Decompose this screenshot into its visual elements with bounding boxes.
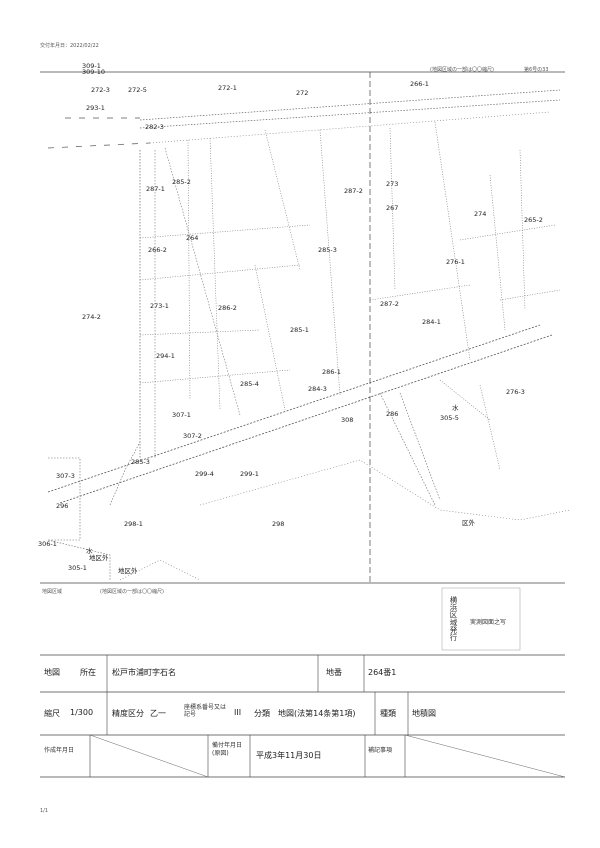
- stamp-vertical-text: 横浜区域発行: [449, 596, 458, 641]
- type-value: 地図(法第14条第1項): [278, 709, 356, 718]
- lot-number: 276-1: [446, 258, 465, 266]
- stamp-horizontal-text: 実測図面之写: [470, 619, 507, 626]
- lot-number: 273: [386, 180, 399, 188]
- precision-label: 精度区分: [112, 709, 144, 718]
- remark-label: 備付年月日(原図): [212, 742, 243, 757]
- lot-number: 285-3: [318, 246, 337, 254]
- lot-number: 273-1: [150, 302, 169, 310]
- scale-value: 1/300: [70, 708, 94, 717]
- issue-date: 交付年月日：2022/02/22: [40, 43, 99, 49]
- lot-number: 307-2: [183, 432, 202, 440]
- lot-value: 264番1: [368, 668, 397, 677]
- lot-number: 272: [296, 89, 309, 97]
- coord-label: 座標系番号又は記号: [184, 704, 227, 718]
- water-label: 水: [452, 404, 459, 412]
- lot-number: 298: [272, 520, 285, 528]
- lot-number: 285-4: [240, 380, 259, 388]
- sheet-ref: 第6号の33: [524, 67, 549, 73]
- lot-number: 285-1: [290, 326, 309, 334]
- lot-number: 266-1: [410, 80, 429, 88]
- lot-number: 286-2: [218, 304, 237, 312]
- lot-label: 地番: [326, 668, 342, 677]
- lot-number: 308: [341, 416, 354, 424]
- lot-number: 272-3: [91, 86, 110, 94]
- lot-number: 287-2: [380, 300, 399, 308]
- lot-number: 285-2: [172, 178, 191, 186]
- lot-number: 284-3: [308, 385, 327, 393]
- lot-number: 287-2: [344, 187, 363, 195]
- location-prefix: 地図: [44, 668, 60, 677]
- page-number: 1/1: [40, 808, 49, 814]
- lot-number: 284-1: [422, 318, 441, 326]
- bottom-note: (地図区域の一部は〇〇縮尺): [100, 589, 164, 595]
- lot-number: 276-3: [506, 388, 525, 396]
- area-label: 地区外: [89, 554, 109, 562]
- lot-number: 274: [474, 210, 487, 218]
- author-label: 作成年月日: [44, 747, 75, 754]
- kind-label: 種類: [380, 709, 396, 718]
- lot-number: 309-1: [82, 62, 101, 70]
- lot-number: 272-1: [218, 84, 237, 92]
- lot-number: 305-1: [68, 564, 87, 572]
- lot-number: 285-3: [131, 458, 150, 466]
- lot-number: 298-1: [124, 520, 143, 528]
- lot-number: 299-1: [240, 470, 259, 478]
- bracket-note: (地図区域の一部は〇〇縮尺): [430, 67, 494, 73]
- bottom-note: 地図区域: [42, 589, 63, 595]
- location-label: 所在: [80, 668, 96, 677]
- lot-number: 296: [56, 502, 69, 510]
- fix-label: 補記事項: [368, 747, 393, 754]
- lot-number: 294-1: [156, 352, 175, 360]
- precision-value: 乙一: [150, 709, 166, 718]
- area-label: 区外: [462, 519, 475, 527]
- lot-number: 274-2: [82, 313, 101, 321]
- coord-value: III: [234, 708, 242, 717]
- water-label: 水: [86, 547, 93, 555]
- area-label: 地区外: [118, 567, 138, 575]
- kind-value: 地積図: [412, 709, 436, 718]
- lot-number: 265-2: [524, 216, 543, 224]
- lot-number: 282-3: [145, 123, 164, 131]
- lot-number: 286: [386, 410, 399, 418]
- lot-number: 264: [186, 234, 199, 242]
- lot-number: 309-10: [82, 68, 106, 76]
- type-label: 分類: [254, 709, 270, 718]
- lot-number: 305-5: [440, 414, 459, 422]
- lot-number: 287-1: [146, 185, 165, 193]
- lot-number: 267: [386, 204, 399, 212]
- lot-number: 293-1: [86, 104, 105, 112]
- lot-number: 306-1: [38, 540, 57, 548]
- scale-label: 縮尺: [44, 709, 60, 718]
- remark-value: 平成3年11月30日: [256, 751, 322, 760]
- location-value: 松戸市浦町字石名: [112, 668, 176, 677]
- lot-number: 266-2: [148, 246, 167, 254]
- lot-number: 307-1: [172, 411, 191, 419]
- lot-number: 286-1: [322, 368, 341, 376]
- lot-number: 307-3: [56, 472, 75, 480]
- lot-number: 299-4: [195, 470, 214, 478]
- lot-number: 272-5: [128, 86, 147, 94]
